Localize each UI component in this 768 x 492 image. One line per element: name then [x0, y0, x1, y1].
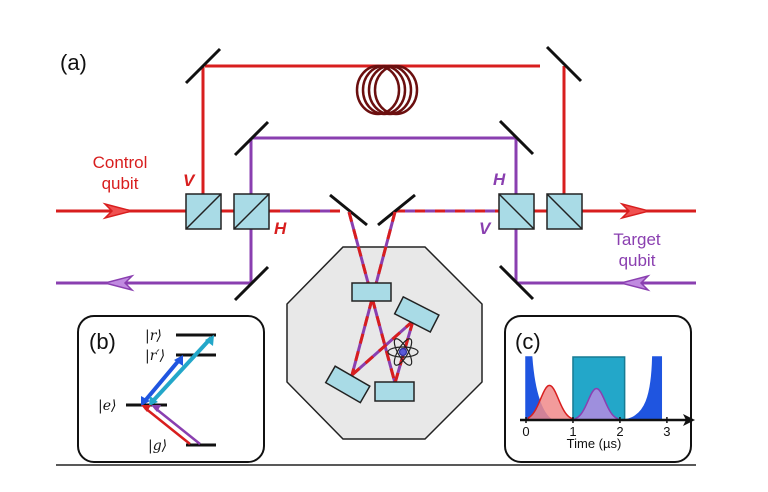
control-v-label: V: [183, 171, 196, 190]
x-axis-label: Time (µs): [567, 436, 622, 451]
panel-c-label: (c): [515, 329, 541, 354]
pulse-control-rydberg-pulse-end: [624, 356, 663, 421]
atom-icon: [387, 338, 419, 366]
target-qubit-label-2: qubit: [619, 251, 656, 270]
x-axis-arrow-icon: [683, 414, 695, 426]
polarizing-beam-splitter-4: [546, 193, 583, 230]
polarizing-beam-splitter-1: [185, 193, 222, 230]
target-qubit-label-1: Target: [613, 230, 661, 249]
mirror-top-left: [184, 47, 222, 85]
mirror-mid-left: [233, 120, 270, 157]
panel-b-label: (b): [89, 329, 116, 354]
arrow-head-icon: [141, 396, 150, 406]
control-h-label: H: [274, 219, 287, 238]
transition-e-r-prime: [142, 357, 182, 404]
x-tick-label: 3: [663, 424, 670, 439]
level-r-label: |r⟩: [145, 328, 162, 344]
level-g-label: |g⟩: [148, 438, 167, 454]
arrow-head-icon: [205, 335, 214, 346]
panel-a-label: (a): [60, 50, 87, 75]
transition-g-e-target: [154, 407, 201, 445]
cavity-mirror-top: [351, 282, 392, 302]
x-tick-label: 2: [616, 424, 623, 439]
x-tick-label: 0: [522, 424, 529, 439]
control-out-arrow-icon: [619, 202, 652, 220]
transition-arrows: [141, 335, 214, 445]
target-in-arrow-icon: [618, 274, 651, 292]
cavity-mirror-right: [393, 295, 440, 333]
control-qubit-label-2: qubit: [102, 174, 139, 193]
arrow-head-icon: [149, 396, 158, 406]
control-arrow-icon: [102, 202, 135, 220]
mirror-low-right: [498, 264, 535, 301]
mirror-top-right: [545, 45, 583, 83]
target-out-arrow-icon: [102, 274, 135, 292]
mirror-mid-right: [498, 119, 535, 156]
transition-g-e-control: [144, 407, 191, 445]
mirror-low-left: [233, 265, 270, 302]
mirror-steer-left: [329, 193, 368, 227]
level-e-label: |e⟩: [98, 398, 116, 414]
arrow-head-icon: [151, 405, 161, 412]
target-h-label: H: [493, 170, 506, 189]
polarizing-beam-splitter-2: [233, 193, 270, 230]
fiber-coil-icon: [355, 64, 419, 116]
polarizing-beam-splitter-3: [498, 193, 535, 230]
arrow-head-icon: [174, 355, 183, 366]
pulse-control-photon: [527, 384, 574, 421]
arrow-head-icon: [141, 405, 151, 412]
target-v-label: V: [479, 219, 492, 238]
pulse-chart: 0 1 2 3: [520, 356, 695, 439]
level-r-prime-label: |r′⟩: [145, 348, 165, 364]
mirror-steer-right: [377, 193, 416, 227]
transition-e-r: [150, 336, 213, 404]
panel-b-frame: [77, 315, 265, 463]
control-qubit-label-1: Control: [93, 153, 148, 172]
cavity-mirror-bottom: [374, 381, 415, 402]
cavity-mirror-left: [324, 365, 371, 404]
pulse-target-photon: [574, 387, 619, 421]
x-tick-label: 1: [569, 424, 576, 439]
